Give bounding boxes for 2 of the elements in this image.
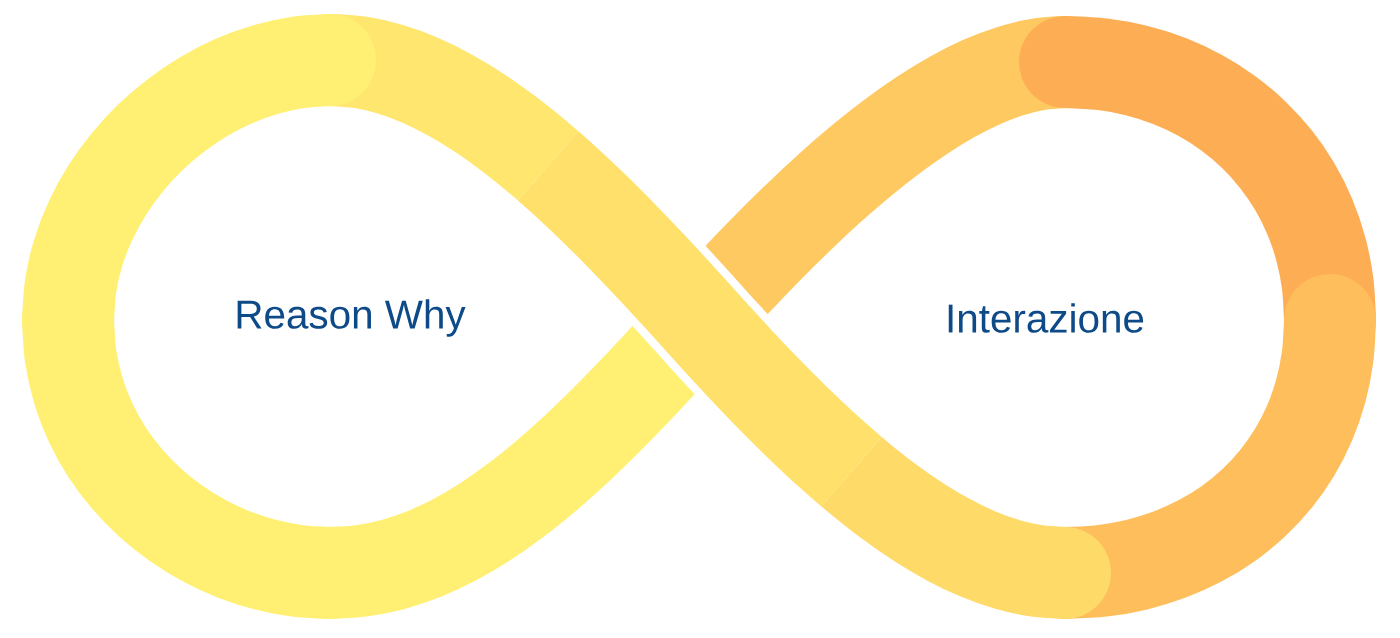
loop-label: Reason Why <box>237 299 466 337</box>
loop-label: Interazione <box>948 303 1144 333</box>
